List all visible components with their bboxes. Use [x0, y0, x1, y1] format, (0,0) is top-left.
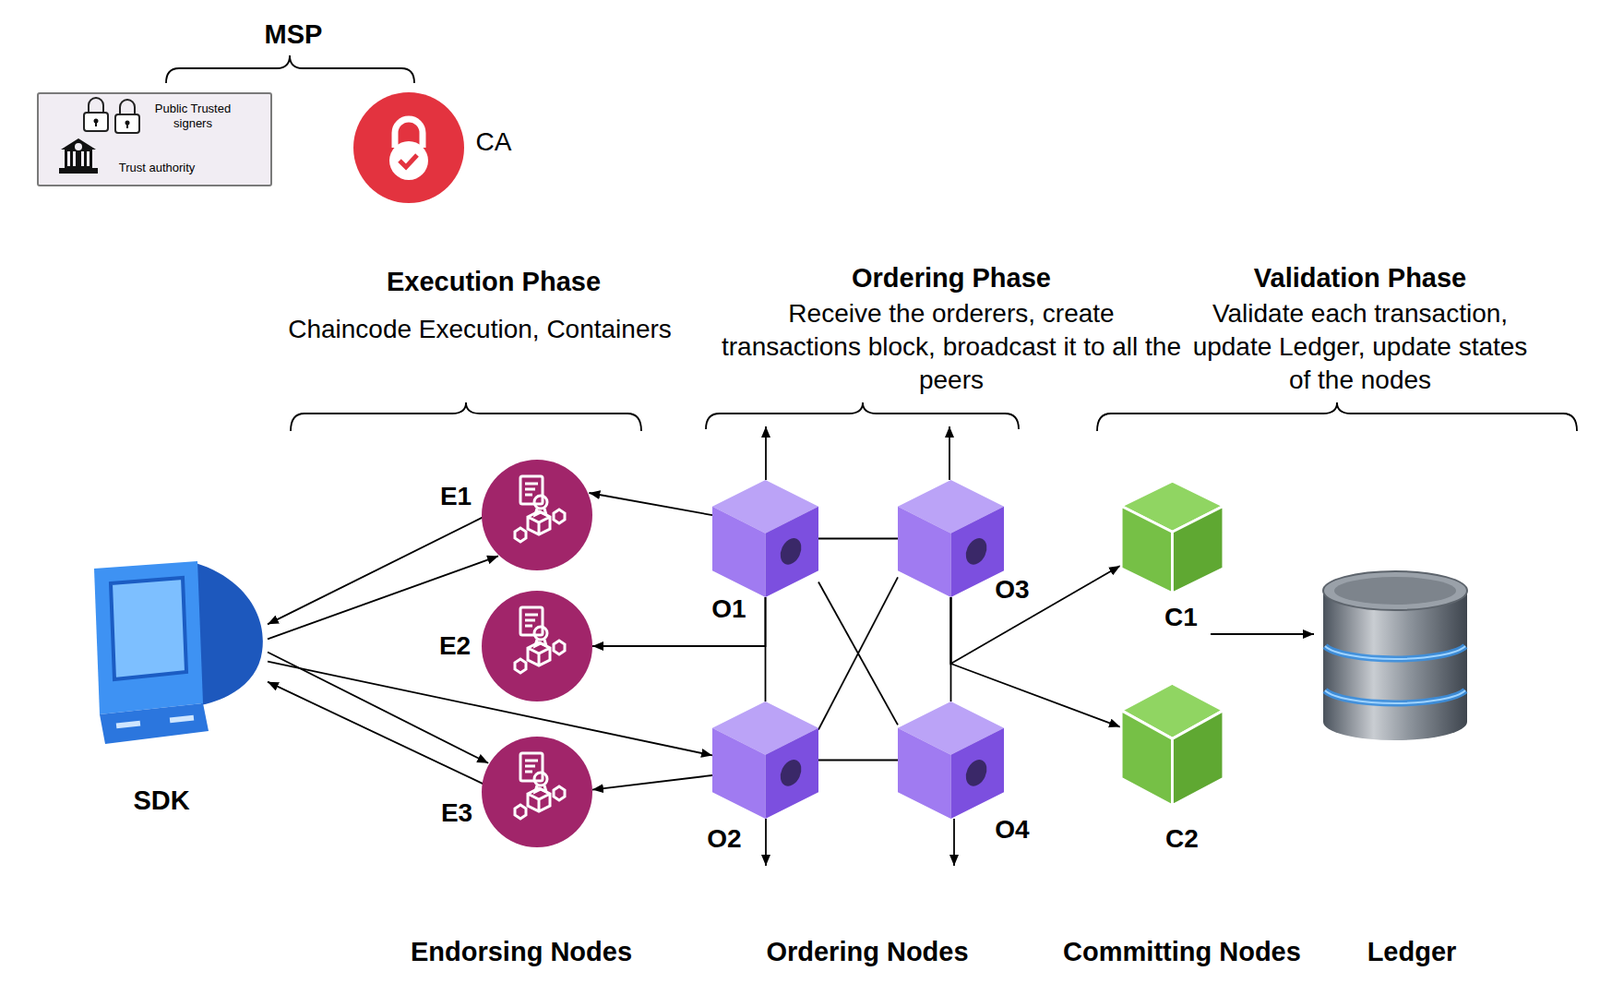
monitor-shape [86, 559, 268, 745]
connector [818, 759, 898, 762]
heading-label: Execution Phase [386, 265, 601, 298]
cubeP-shape [712, 701, 819, 819]
network-node: E3 [481, 736, 593, 848]
e-shape [481, 459, 593, 571]
node-label: C2 [1165, 823, 1199, 855]
heading-label: Validation Phase [1253, 262, 1467, 294]
heading-label: Ordering Phase [851, 262, 1051, 294]
network-node: O1 [712, 479, 819, 598]
body-label: Validate each transaction, update Ledger… [1189, 297, 1531, 397]
connector [592, 775, 713, 790]
node-label: E3 [441, 797, 473, 829]
heading-label: Ordering Nodes [765, 935, 968, 968]
e-shape [481, 736, 593, 848]
cubeP-shape [897, 479, 1004, 598]
network-node: O3 [897, 479, 1004, 598]
connector [267, 555, 499, 639]
heading-label: MSP [264, 18, 323, 50]
cubeG-shape [1120, 681, 1225, 807]
network-node: C1 [1120, 479, 1225, 595]
node-label: E1 [440, 480, 472, 513]
cubeP-shape [897, 701, 1004, 819]
node-label: CA [476, 126, 513, 158]
node-label: E2 [439, 630, 471, 662]
client-node: SDK [86, 559, 268, 745]
connector [818, 537, 898, 540]
ledger-database [1323, 571, 1468, 741]
node-label: Trust authority [119, 160, 196, 176]
node-label: O2 [706, 823, 741, 855]
node-label: O3 [994, 573, 1029, 606]
trust-box: Public Trusted signersTrust authority [36, 92, 273, 187]
connector [764, 597, 767, 702]
connector [267, 516, 483, 624]
ca-shape [353, 92, 465, 203]
e-shape [481, 590, 593, 702]
node-label: SDK [132, 784, 190, 817]
network-node: O2 [712, 701, 819, 819]
heading-label: Committing Nodes [1062, 935, 1302, 968]
connector [818, 576, 898, 729]
body-label: Receive the orderers, create transaction… [718, 297, 1185, 397]
connector [267, 661, 713, 756]
network-node: E1 [481, 459, 593, 571]
heading-label: Endorsing Nodes [410, 935, 633, 968]
node-label: C1 [1164, 601, 1198, 633]
connector [951, 597, 1122, 728]
node-label: O1 [711, 593, 746, 625]
connector [588, 492, 713, 515]
connector [267, 681, 484, 785]
network-node: O4 [897, 701, 1004, 819]
cubeP-shape [712, 479, 819, 598]
cubeG-shape [1120, 479, 1225, 595]
network-node: E2 [481, 590, 593, 702]
body-label: Chaincode Execution, Containers [287, 313, 672, 346]
phase-brackets [166, 55, 1577, 431]
network-node: CA [353, 92, 465, 203]
node-label: O4 [994, 813, 1029, 846]
heading-label: Ledger [1367, 935, 1457, 968]
node-label: Public Trusted signers [141, 101, 245, 131]
network-node: C2 [1120, 681, 1225, 807]
broadcast-arrows [765, 426, 1314, 866]
